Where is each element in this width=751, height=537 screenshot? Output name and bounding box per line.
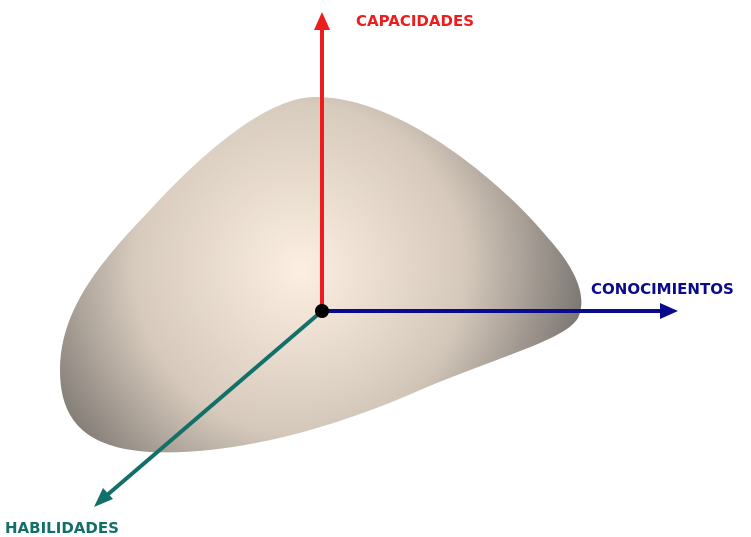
origin-point xyxy=(315,304,329,318)
conocimientos-axis-arrowhead xyxy=(660,303,678,319)
habilidades-axis-arrowhead xyxy=(94,488,113,507)
capacidades-label: CAPACIDADES xyxy=(356,12,474,30)
capacidades-axis-arrowhead xyxy=(314,12,330,30)
conocimientos-label: CONOCIMIENTOS xyxy=(591,280,734,298)
habilidades-axis-line xyxy=(104,309,324,498)
habilidades-label: HABILIDADES xyxy=(5,519,119,537)
